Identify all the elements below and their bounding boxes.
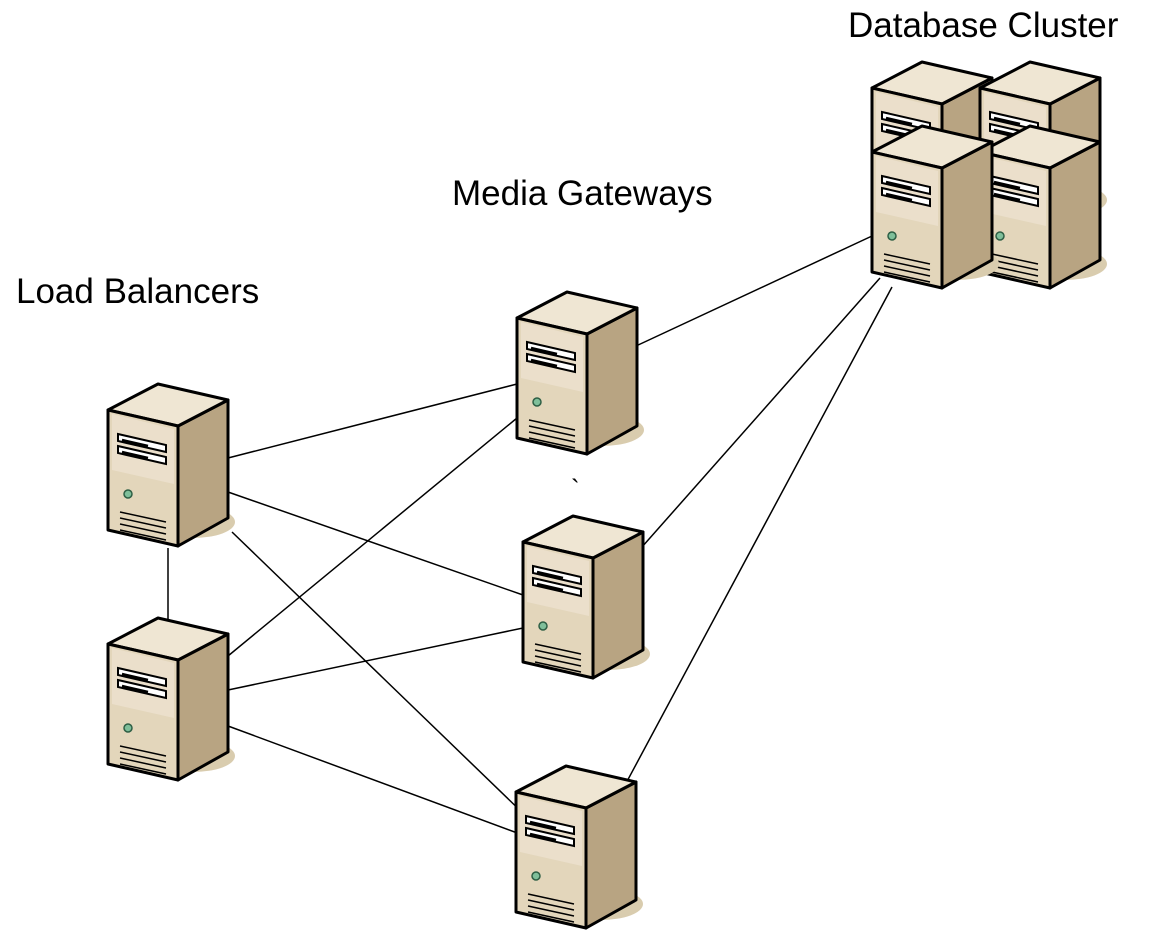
server-drive-bay-1: [525, 814, 575, 836]
server-icon-lb1: [106, 382, 235, 548]
server-vent-line: [991, 271, 1039, 283]
server-drive-slot-2: [993, 192, 1021, 202]
server-vent-line: [991, 259, 1039, 271]
server-power-led: [995, 231, 1005, 241]
server-vent-line: [991, 253, 1039, 265]
label-media-gateways: Media Gateways: [452, 174, 713, 213]
link-lb2-to-mg1: [227, 417, 518, 657]
server-drive-slot-1: [530, 346, 558, 356]
server-front-highlight: [520, 796, 582, 866]
server-drive-bay-2: [117, 678, 167, 700]
server-vent-line: [883, 259, 931, 271]
server-icon-mg1: [515, 290, 644, 456]
server-vent-line: [527, 899, 575, 911]
server-vent-line: [528, 419, 576, 431]
servers-layer: [106, 60, 1107, 930]
server-front-highlight: [527, 546, 589, 616]
server-vent-line: [991, 265, 1039, 277]
server-power-led: [531, 871, 541, 881]
link-lb1-to-mg1: [227, 383, 518, 459]
server-power-led: [123, 723, 133, 733]
server-drive-bay-2: [526, 352, 576, 374]
server-drive-bay-2: [881, 186, 931, 208]
server-icon-db3: [870, 124, 999, 290]
server-drive-bay-1: [881, 174, 931, 196]
server-vent-line: [534, 643, 582, 655]
server-drive-bay-1: [117, 666, 167, 688]
link-lb2-to-mg3: [227, 725, 521, 835]
server-vent-line: [883, 265, 931, 277]
server-power-led: [123, 489, 133, 499]
server-drive-slot-1: [121, 672, 149, 682]
server-drive-bay-1: [532, 564, 582, 586]
server-vent-line: [528, 425, 576, 437]
label-load-balancers: Load Balancers: [16, 272, 259, 311]
server-vent-line: [534, 661, 582, 673]
server-power-led: [538, 621, 548, 631]
link-lb1-to-mg3: [231, 531, 531, 821]
server-vent-line: [119, 757, 167, 769]
server-drive-slot-1: [885, 180, 913, 190]
server-drive-bay-1: [117, 432, 167, 454]
server-vent-line: [119, 751, 167, 763]
link-lb2-to-mg2: [227, 627, 524, 691]
server-drive-bay-2: [117, 444, 167, 466]
label-database-cluster: Database Cluster: [848, 6, 1119, 45]
server-drive-bay-2: [525, 826, 575, 848]
link-mg1-to-database-cluster: [635, 235, 873, 347]
server-drive-bay-2: [532, 576, 582, 598]
server-vent-line: [883, 253, 931, 265]
stray-mark: `: [571, 474, 580, 504]
server-drive-slot-1: [993, 180, 1021, 190]
server-power-led: [532, 397, 542, 407]
server-vent-line: [534, 649, 582, 661]
server-vent-line: [527, 893, 575, 905]
server-icon-mg3: [514, 764, 643, 930]
server-icon-lb2: [106, 616, 235, 782]
server-vent-line: [527, 911, 575, 923]
link-mg2-to-database-cluster: [633, 277, 881, 557]
server-drive-bay-1: [526, 340, 576, 362]
server-drive-slot-2: [536, 582, 564, 592]
server-vent-line: [119, 523, 167, 535]
link-lb1-to-mg2: [227, 491, 524, 596]
server-drive-slot-2: [121, 684, 149, 694]
server-front-highlight: [876, 156, 938, 226]
server-power-led: [887, 231, 897, 241]
server-icon-mg2: [521, 514, 650, 680]
server-vent-line: [119, 529, 167, 541]
server-front-highlight: [521, 322, 583, 392]
server-vent-line: [119, 517, 167, 529]
server-drive-slot-1: [536, 570, 564, 580]
server-drive-slot-1: [993, 116, 1021, 126]
server-drive-slot-2: [530, 358, 558, 368]
server-front-highlight: [112, 648, 174, 718]
server-vent-line: [528, 431, 576, 443]
server-drive-slot-1: [121, 438, 149, 448]
server-drive-slot-1: [529, 820, 557, 830]
server-vent-line: [119, 511, 167, 523]
server-vent-line: [527, 905, 575, 917]
server-drive-slot-2: [121, 450, 149, 460]
server-drive-slot-2: [885, 192, 913, 202]
server-drive-slot-1: [885, 116, 913, 126]
server-vent-line: [119, 763, 167, 775]
server-drive-slot-2: [529, 832, 557, 842]
server-icon-db4: [978, 124, 1107, 290]
server-front-highlight: [984, 156, 1046, 226]
server-vent-line: [528, 437, 576, 449]
server-vent-line: [883, 271, 931, 283]
server-vent-line: [534, 655, 582, 667]
server-vent-line: [119, 745, 167, 757]
server-front-highlight: [112, 414, 174, 484]
link-mg3-to-database-cluster: [616, 286, 893, 801]
connection-lines: [167, 235, 893, 835]
